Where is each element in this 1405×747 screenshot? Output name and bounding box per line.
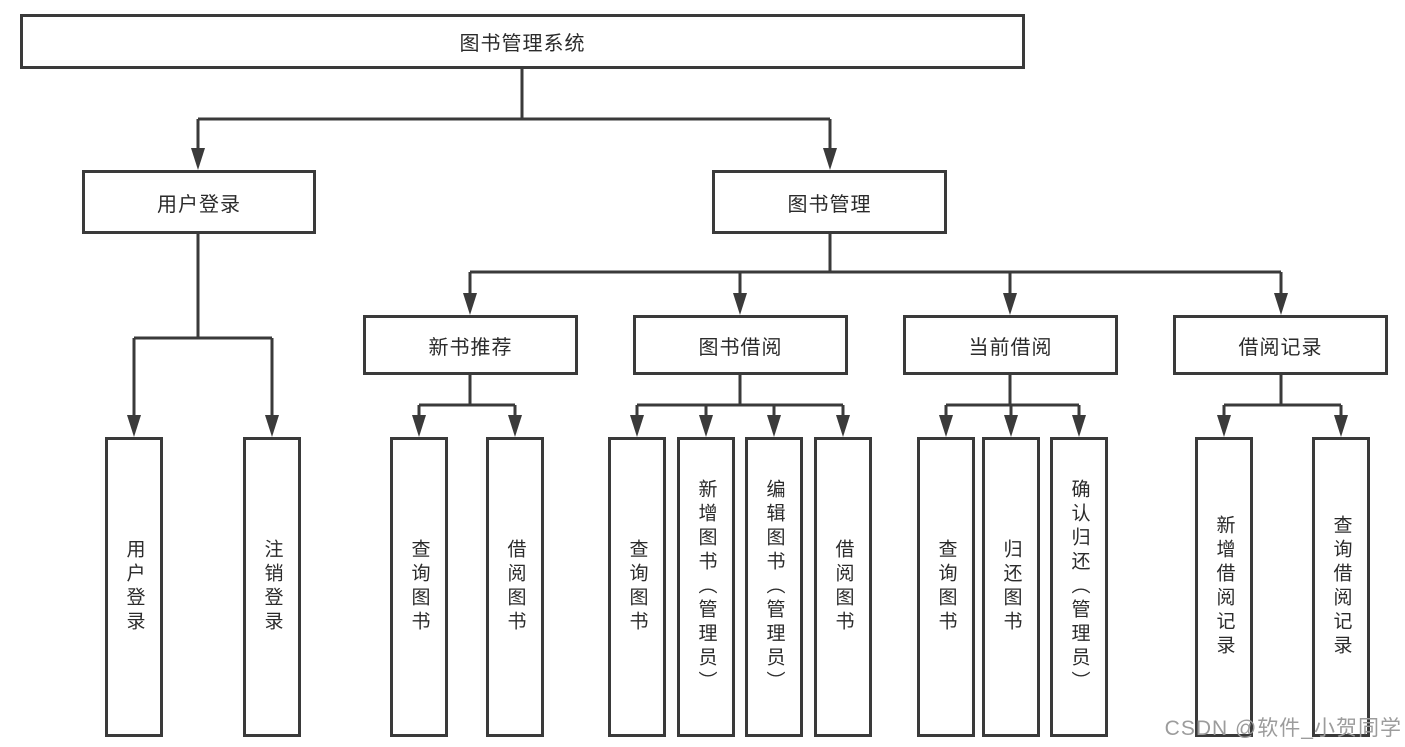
arrow-down-icon (412, 415, 426, 437)
node-new-book-recommend: 新书推荐 (363, 315, 578, 375)
arrow-down-icon (1004, 415, 1018, 437)
arrow-down-icon (733, 293, 747, 315)
node-label: 查询图书 (935, 539, 957, 635)
leaf-borrowing-query-books: 查询图书 (608, 437, 666, 737)
leaf-borrowing-borrow-books: 借阅图书 (814, 437, 872, 737)
arrowhead-group (127, 148, 1348, 437)
node-label: 新书推荐 (428, 336, 513, 359)
node-label: 查询图书 (408, 539, 430, 635)
node-label: 新增图书（管理员） (695, 479, 717, 695)
node-label: 查询图书 (626, 539, 648, 635)
node-label: 确认归还（管理员） (1068, 479, 1090, 695)
arrow-down-icon (265, 415, 279, 437)
leaf-add-books-admin: 新增图书（管理员） (677, 437, 735, 737)
node-label: 借阅记录 (1238, 336, 1323, 359)
node-label: 新增借阅记录 (1213, 515, 1235, 659)
arrow-down-icon (1003, 293, 1017, 315)
node-label: 图书管理 (787, 193, 872, 216)
leaf-user-login: 用户登录 (105, 437, 163, 737)
arrow-down-icon (836, 415, 850, 437)
leaf-add-borrow-record: 新增借阅记录 (1195, 437, 1253, 737)
node-label: 编辑图书（管理员） (763, 479, 785, 695)
arrow-down-icon (463, 293, 477, 315)
csdn-watermark: CSDN @软件_小贺同学 (1164, 717, 1402, 740)
arrow-down-icon (1334, 415, 1348, 437)
node-label: 借阅图书 (504, 539, 526, 635)
leaf-newbook-borrow-books: 借阅图书 (486, 437, 544, 737)
arrow-down-icon (127, 415, 141, 437)
arrow-down-icon (767, 415, 781, 437)
node-current-borrowing: 当前借阅 (903, 315, 1118, 375)
node-label: 归还图书 (1000, 539, 1022, 635)
arrow-down-icon (939, 415, 953, 437)
node-root-library-system: 图书管理系统 (20, 14, 1025, 69)
node-book-management: 图书管理 (712, 170, 947, 234)
node-label: 用户登录 (123, 539, 145, 635)
leaf-query-borrow-record: 查询借阅记录 (1312, 437, 1370, 737)
node-label: 用户登录 (157, 193, 241, 216)
leaf-logout: 注销登录 (243, 437, 301, 737)
node-borrowing-records: 借阅记录 (1173, 315, 1388, 375)
node-label: 图书借阅 (698, 336, 783, 359)
arrow-down-icon (1072, 415, 1086, 437)
node-label: 查询借阅记录 (1330, 515, 1352, 659)
arrow-down-icon (508, 415, 522, 437)
leaf-confirm-return-admin: 确认归还（管理员） (1050, 437, 1108, 737)
leaf-return-books: 归还图书 (982, 437, 1040, 737)
arrow-down-icon (1274, 293, 1288, 315)
node-label: 图书管理系统 (459, 33, 586, 55)
node-label: 借阅图书 (832, 539, 854, 635)
node-user-login: 用户登录 (82, 170, 316, 234)
leaf-edit-books-admin: 编辑图书（管理员） (745, 437, 803, 737)
leaf-newbook-query-books: 查询图书 (390, 437, 448, 737)
arrow-down-icon (191, 148, 205, 170)
node-label: 当前借阅 (968, 336, 1053, 359)
arrow-down-icon (823, 148, 837, 170)
leaf-current-query-books: 查询图书 (917, 437, 975, 737)
arrow-down-icon (630, 415, 644, 437)
node-label: 注销登录 (261, 539, 283, 635)
connector-lines (132, 69, 1343, 418)
arrow-down-icon (1217, 415, 1231, 437)
arrow-down-icon (699, 415, 713, 437)
node-book-borrowing: 图书借阅 (633, 315, 848, 375)
